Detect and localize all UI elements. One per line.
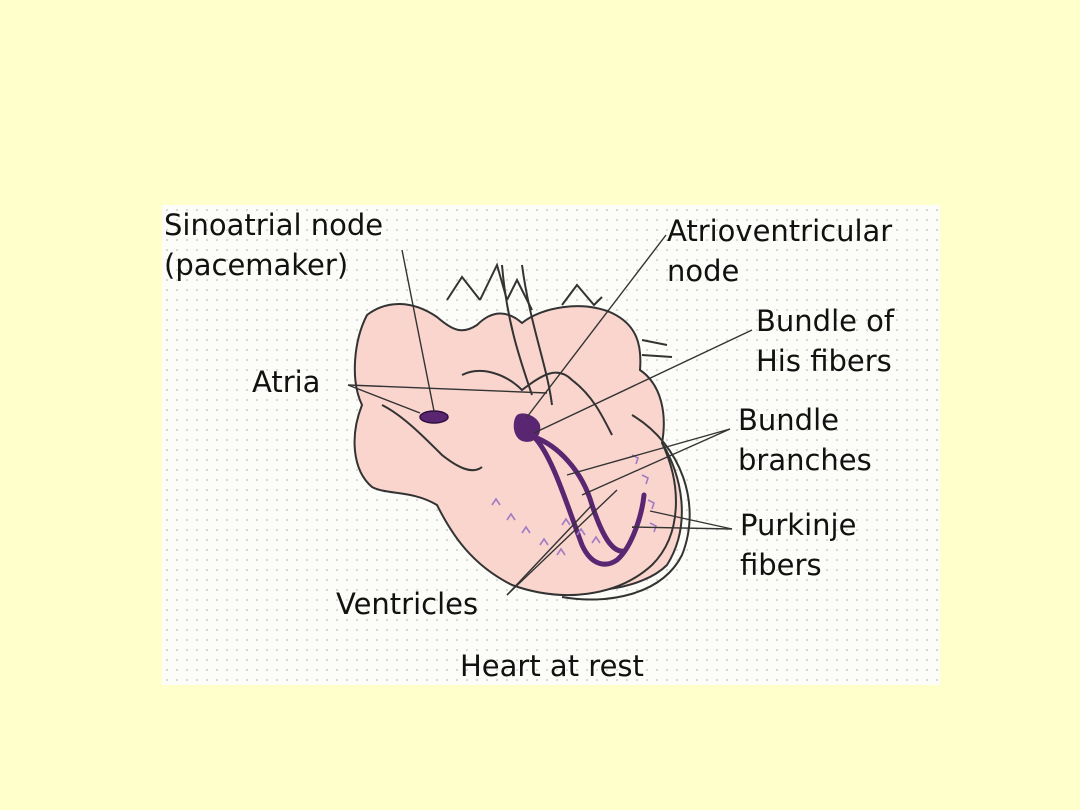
interatrial-wall — [461, 370, 613, 436]
great-vessels — [446, 262, 673, 358]
atria-label: Atria — [252, 365, 321, 399]
left-chamber-wall — [381, 404, 483, 472]
bundle-branches-shape — [531, 434, 647, 567]
heart-outline — [561, 414, 691, 601]
leader-lines — [347, 234, 753, 596]
atrioventricular-node-label: Atrioventricular node — [667, 211, 892, 291]
bundle-branches-label: Bundle branches — [738, 400, 872, 480]
purkinje-fibers-label: Purkinje fibers — [740, 505, 856, 585]
bundle-of-his-label: Bundle of His fibers — [756, 301, 894, 381]
atrioventricular-node-label-line2: node — [667, 254, 740, 288]
bundle-branches-label-line1: Bundle — [738, 403, 839, 437]
sinoatrial-node-label-line2: (pacemaker) — [164, 248, 349, 282]
ventricles-label: Ventricles — [336, 587, 479, 621]
purkinje-fibers-label-line2: fibers — [740, 548, 822, 582]
sinoatrial-node-shape — [419, 410, 449, 424]
figure-caption: Heart at rest — [460, 649, 644, 683]
bundle-of-his-label-line1: Bundle of — [756, 304, 895, 338]
heart-illustration — [347, 234, 753, 601]
sinoatrial-node-label-line1: Sinoatrial node — [164, 208, 384, 242]
atrioventricular-node-label-line1: Atrioventricular — [667, 214, 893, 248]
bundle-branches-label-line2: branches — [738, 443, 872, 477]
purkinje-fibers-label-line1: Purkinje — [740, 508, 857, 542]
sinoatrial-node-label: Sinoatrial node (pacemaker) — [164, 205, 383, 285]
heart-body — [353, 303, 677, 597]
heart-conduction-diagram: Sinoatrial node (pacemaker) Atrioventric… — [162, 205, 940, 685]
bundle-of-his-label-line2: His fibers — [756, 344, 892, 378]
purkinje-fibers-shape — [491, 454, 657, 556]
